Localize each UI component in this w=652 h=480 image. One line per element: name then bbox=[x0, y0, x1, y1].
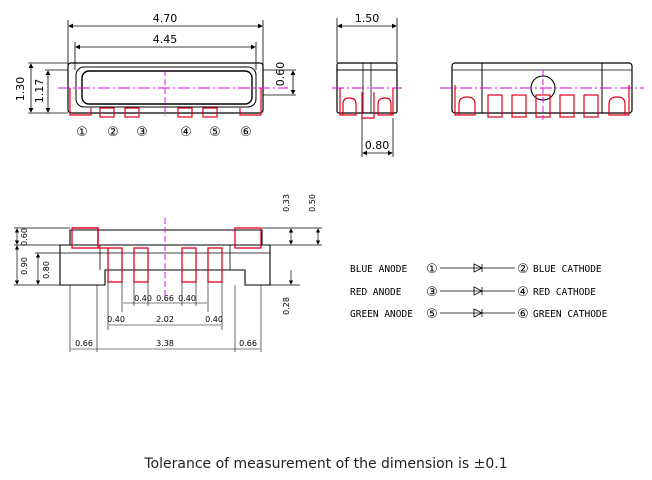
dim-3-38: 3.38 bbox=[156, 339, 174, 348]
dim-0-40-right: 0.40 bbox=[205, 315, 223, 324]
dim-2-02: 2.02 bbox=[156, 315, 174, 324]
top-view: 4.70 4.45 1.30 1.17 0.60 bbox=[14, 12, 296, 140]
pin-label-5: ⑤ bbox=[209, 125, 221, 140]
dim-0-66-gap: 0.66 bbox=[156, 294, 174, 303]
legend-row-blue: BLUE ANODE ① ② BLUE CATHODE bbox=[350, 262, 602, 277]
top-lens-inner bbox=[81, 70, 253, 105]
diode-icon bbox=[473, 286, 483, 296]
dim-1-50: 1.50 bbox=[355, 12, 380, 25]
legend-pin-5: ⑤ bbox=[426, 307, 438, 322]
legend-row-green: GREEN ANODE ⑤ ⑥ GREEN CATHODE bbox=[350, 307, 608, 322]
back-view bbox=[440, 62, 644, 120]
footprint-view: 0.60 0.90 0.80 0.33 0.50 0.28 0.40 0.66 … bbox=[14, 194, 322, 352]
pin-legend: BLUE ANODE ① ② BLUE CATHODE RED ANODE ③ … bbox=[350, 262, 608, 322]
legend-cathode-green: GREEN CATHODE bbox=[533, 309, 608, 320]
back-pads bbox=[454, 85, 630, 118]
dim-0-80-side: 0.80 bbox=[365, 139, 390, 152]
dim-4-70: 4.70 bbox=[153, 12, 178, 25]
dim-0-60-fp: 0.60 bbox=[20, 228, 29, 246]
dim-0-28-fp: 0.28 bbox=[282, 297, 291, 315]
footprint-pads bbox=[71, 227, 262, 283]
pin-label-3: ③ bbox=[136, 125, 148, 140]
legend-pin-6: ⑥ bbox=[517, 307, 529, 322]
dim-0-50-fp: 0.50 bbox=[308, 194, 317, 212]
dim-4-45: 4.45 bbox=[153, 33, 178, 46]
dim-1-17: 1.17 bbox=[33, 79, 46, 104]
top-pads bbox=[69, 88, 262, 118]
dim-0-40-b: 0.40 bbox=[178, 294, 196, 303]
dim-0-40-a: 0.40 bbox=[134, 294, 152, 303]
dim-1-30: 1.30 bbox=[14, 77, 27, 102]
legend-anode-blue: BLUE ANODE bbox=[350, 264, 407, 275]
dim-0-33-fp: 0.33 bbox=[282, 194, 291, 212]
legend-row-red: RED ANODE ③ ④ RED CATHODE bbox=[350, 285, 596, 300]
diode-icon bbox=[473, 308, 483, 318]
side-view: 1.50 0.80 bbox=[332, 12, 402, 157]
top-lens-outer bbox=[75, 66, 257, 108]
pin-label-1: ① bbox=[76, 125, 88, 140]
pin-label-2: ② bbox=[107, 125, 119, 140]
legend-cathode-blue: BLUE CATHODE bbox=[533, 264, 602, 275]
dim-0-60-top: 0.60 bbox=[274, 62, 287, 87]
legend-pin-4: ④ bbox=[517, 285, 529, 300]
pin-label-6: ⑥ bbox=[240, 125, 252, 140]
diode-icon bbox=[473, 263, 483, 273]
legend-pin-3: ③ bbox=[426, 285, 438, 300]
legend-anode-green: GREEN ANODE bbox=[350, 309, 413, 320]
dim-0-90-fp: 0.90 bbox=[20, 257, 29, 275]
legend-cathode-red: RED CATHODE bbox=[533, 287, 596, 298]
dim-0-80-fp: 0.80 bbox=[42, 261, 51, 279]
legend-anode-red: RED ANODE bbox=[350, 287, 402, 298]
pin-label-4: ④ bbox=[180, 125, 192, 140]
side-pads bbox=[339, 88, 394, 119]
dim-0-40-left: 0.40 bbox=[107, 315, 125, 324]
legend-pin-2: ② bbox=[517, 262, 529, 277]
tolerance-caption: Tolerance of measurement of the dimensio… bbox=[144, 456, 508, 472]
dim-0-66-right: 0.66 bbox=[239, 339, 257, 348]
dim-0-66-left: 0.66 bbox=[75, 339, 93, 348]
legend-pin-1: ① bbox=[426, 262, 438, 277]
